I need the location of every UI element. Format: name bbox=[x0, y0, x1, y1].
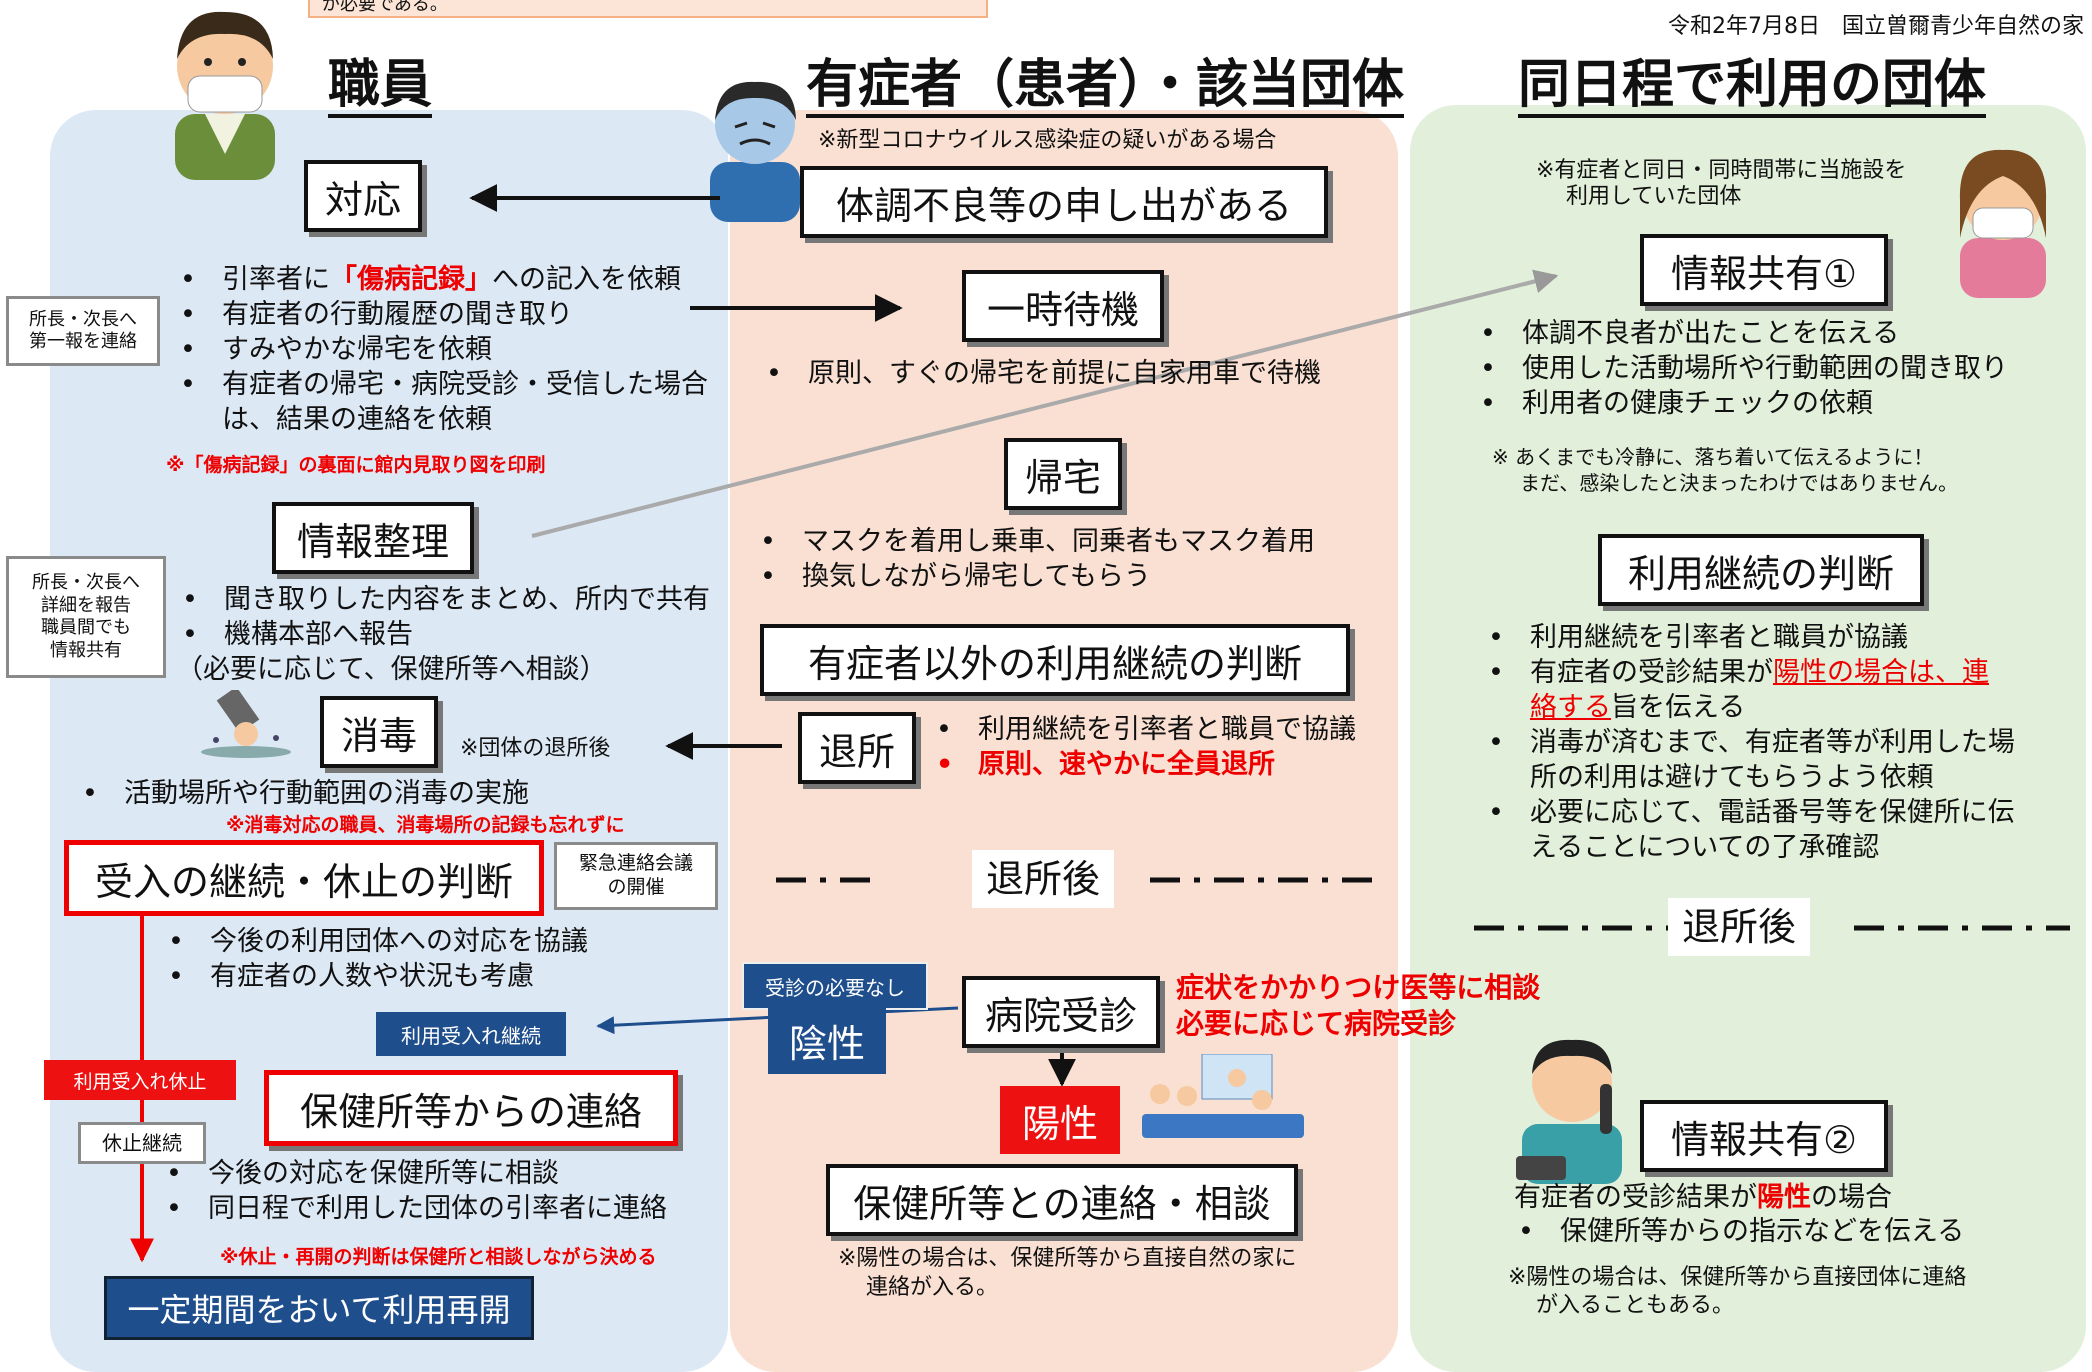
ichiji-bullet: 原則、すぐの帰宅を前提に自家用車で待機 bbox=[756, 356, 1321, 391]
header-tab: が必要である。 bbox=[308, 0, 988, 18]
share1-bullet-2: 使用した活動場所や行動範囲の聞き取り bbox=[1470, 351, 2008, 386]
staff-bullets-1: 引率者に「傷病記録」への記入を依頼 有症者の行動履歴の聞き取り すみやかな帰宅を… bbox=[170, 262, 708, 437]
same-day-illustration bbox=[1959, 149, 2047, 298]
share1-bullet-3: 利用者の健康チェックの依頼 bbox=[1470, 386, 2008, 421]
staff-bullets-4: 今後の利用団体への対応を協議 有症者の人数や状況も考慮 bbox=[158, 924, 588, 994]
staff-bullet-1: 引率者に「傷病記録」への記入を依頼 bbox=[170, 262, 708, 297]
staff-bullet-8: 有症者の人数や状況も考慮 bbox=[158, 959, 588, 994]
byouin-box: 病院受診 bbox=[962, 976, 1160, 1048]
riyou-keizoku-box: 利用受入れ継続 bbox=[376, 1012, 566, 1056]
kitaku-bullets: マスクを着用し乗車、同乗者もマスク着用 換気しながら帰宅してもらう bbox=[750, 524, 1315, 594]
insei-box: 陰性 bbox=[768, 1006, 886, 1074]
staff-bullet-extra: （必要に応じて、保健所等へ相談） bbox=[176, 654, 607, 685]
share2-note: ※陽性の場合は、保健所等から直接団体に連絡 が入ることもある。 bbox=[1508, 1265, 1967, 1318]
staff-bullets-5: 今後の対応を保健所等に相談 同日程で利用した団体の引率者に連絡 bbox=[156, 1156, 667, 1226]
patient-after-label: 退所後 bbox=[972, 850, 1115, 908]
staff-bullet-disinfect: 活動場所や行動範囲の消毒の実施 bbox=[72, 776, 529, 811]
same-keizoku-bullet-1: 利用継続を引率者と職員が協議 bbox=[1478, 620, 2015, 655]
staff-note-3: ※休止・再開の判断は保健所と相談しながら決める bbox=[220, 1246, 657, 1268]
taiou-box: 対応 bbox=[304, 160, 422, 232]
taisho-bullet-1: 利用継続を引率者と職員で協議 bbox=[926, 712, 1356, 747]
same-keizoku-box: 利用継続の判断 bbox=[1598, 534, 1924, 606]
phone-illustration bbox=[1516, 1039, 1622, 1184]
judgement-box: 受入の継続・休止の判断 bbox=[64, 840, 544, 916]
staff-bullet-6: 機構本部へ報告 bbox=[172, 617, 710, 652]
joho-seiri-box: 情報整理 bbox=[272, 502, 474, 574]
staff-bullets-2: 聞き取りした内容をまとめ、所内で共有 機構本部へ報告 bbox=[172, 582, 710, 652]
staff-bullet-3: すみやかな帰宅を依頼 bbox=[170, 332, 708, 367]
byouin-red-note: 症状をかかりつけ医等に相談 必要に応じて病院受診 bbox=[1176, 971, 1541, 1040]
share1-box: 情報共有① bbox=[1640, 234, 1888, 306]
emergency-meeting-box: 緊急連絡会議 の開催 bbox=[554, 842, 718, 910]
same-keizoku-bullets: 利用継続を引率者と職員が協議 有症者の受診結果が陽性の場合は、連 絡する旨を伝え… bbox=[1478, 620, 2015, 865]
same-keizoku-bullet-3: 消毒が済むまで、有症者等が利用した場 bbox=[1478, 725, 2015, 760]
date-line: 令和2年7月8日 国立曽爾青少年自然の家 bbox=[1668, 14, 2084, 39]
shodoku-note: ※団体の退所後 bbox=[460, 736, 611, 761]
patient-illustration bbox=[710, 81, 800, 222]
staff-bullet-4: 有症者の帰宅・病院受診・受信した場合 bbox=[170, 367, 708, 402]
same-day-note: ※有症者と同日・同時間帯に当施設を 利用していた団体 bbox=[1536, 158, 1907, 209]
yousei-box: 陽性 bbox=[1000, 1086, 1120, 1154]
staff-bullet-2: 有症者の行動履歴の聞き取り bbox=[170, 297, 708, 332]
staff-illustration bbox=[175, 11, 275, 180]
arrow-to-share1 bbox=[531, 269, 1559, 538]
renraku-box: 保健所等との連絡・相談 bbox=[826, 1164, 1298, 1236]
side-note-first-report: 所長・次長へ 第一報を連絡 bbox=[6, 296, 160, 366]
share1-bullets: 体調不良者が出たことを伝える 使用した活動場所や行動範囲の聞き取り 利用者の健康… bbox=[1470, 316, 2008, 421]
staff-bullet-9: 今後の対応を保健所等に相談 bbox=[156, 1156, 667, 1191]
riyou-kyushi-tag: 利用受入れ休止 bbox=[44, 1060, 236, 1100]
same-after-label: 退所後 bbox=[1668, 898, 1811, 956]
saikai-box: 一定期間をおいて利用再開 bbox=[104, 1276, 534, 1340]
ichiji-box: 一時待機 bbox=[962, 270, 1164, 342]
hospital-illustration bbox=[1142, 1054, 1304, 1138]
kitaku-bullet-2: 換気しながら帰宅してもらう bbox=[750, 559, 1315, 594]
same-keizoku-bullet-2-cont: 絡する旨を伝える bbox=[1530, 692, 1746, 723]
kitaku-bullet-1: マスクを着用し乗車、同乗者もマスク着用 bbox=[750, 524, 1315, 559]
same-keizoku-bullet-4: 必要に応じて、電話番号等を保健所に伝 bbox=[1478, 795, 2015, 830]
share2-bullet: 保健所等からの指示などを伝える bbox=[1508, 1214, 1964, 1249]
taisho-bullet-2: 原則、速やかに全員退所 bbox=[926, 747, 1356, 782]
share2-box: 情報共有② bbox=[1640, 1100, 1888, 1172]
staff-bullet-5: 聞き取りした内容をまとめ、所内で共有 bbox=[172, 582, 710, 617]
suspect-note: ※新型コロナウイルス感染症の疑いがある場合 bbox=[818, 128, 1277, 153]
kitaku-box: 帰宅 bbox=[1004, 438, 1122, 510]
calm-note: ※ あくまでも冷静に、落ち着いて伝えるように！ まだ、感染したと決まったわけでは… bbox=[1492, 445, 1958, 495]
side-note-detail-report: 所長・次長へ 詳細を報告 職員間でも 情報共有 bbox=[6, 556, 166, 678]
staff-bullet-10: 同日程で利用した団体の引率者に連絡 bbox=[156, 1191, 667, 1226]
share2-result: 有症者の受診結果が陽性の場合 bbox=[1514, 1182, 1892, 1213]
shodoku-box: 消毒 bbox=[320, 696, 438, 768]
taisho-bullets: 利用継続を引率者と職員で協議 原則、速やかに全員退所 bbox=[926, 712, 1356, 782]
patient-bottom-note: ※陽性の場合は、保健所等から直接自然の家に 連絡が入る。 bbox=[838, 1246, 1297, 1300]
staff-column-title: 職員 bbox=[328, 56, 433, 118]
same-day-column-title: 同日程で利用の団体 bbox=[1518, 56, 1987, 118]
jushin-fuyou-box: 受診の必要なし bbox=[742, 962, 928, 1010]
taisho-box: 退所 bbox=[798, 712, 916, 784]
staff-note-2: ※消毒対応の職員、消毒場所の記録も忘れずに bbox=[226, 814, 625, 836]
keizoku-hantei-box: 有症者以外の利用継続の判断 bbox=[760, 624, 1350, 696]
share1-bullet-1: 体調不良者が出たことを伝える bbox=[1470, 316, 2008, 351]
moushide-box: 体調不良等の申し出がある bbox=[800, 166, 1328, 238]
same-keizoku-bullet-2: 有症者の受診結果が陽性の場合は、連 bbox=[1478, 655, 2015, 690]
patient-column-title: 有症者（患者）・該当団体 bbox=[806, 56, 1405, 118]
staff-bullet-4-cont: は、結果の連絡を依頼 bbox=[222, 404, 492, 435]
staff-bullet-7: 今後の利用団体への対応を協議 bbox=[158, 924, 588, 959]
hokenjo-contact-box: 保健所等からの連絡 bbox=[264, 1070, 678, 1146]
staff-note-1: ※「傷病記録」の裏面に館内見取り図を印刷 bbox=[166, 454, 546, 476]
disinfect-illustration bbox=[201, 690, 291, 758]
